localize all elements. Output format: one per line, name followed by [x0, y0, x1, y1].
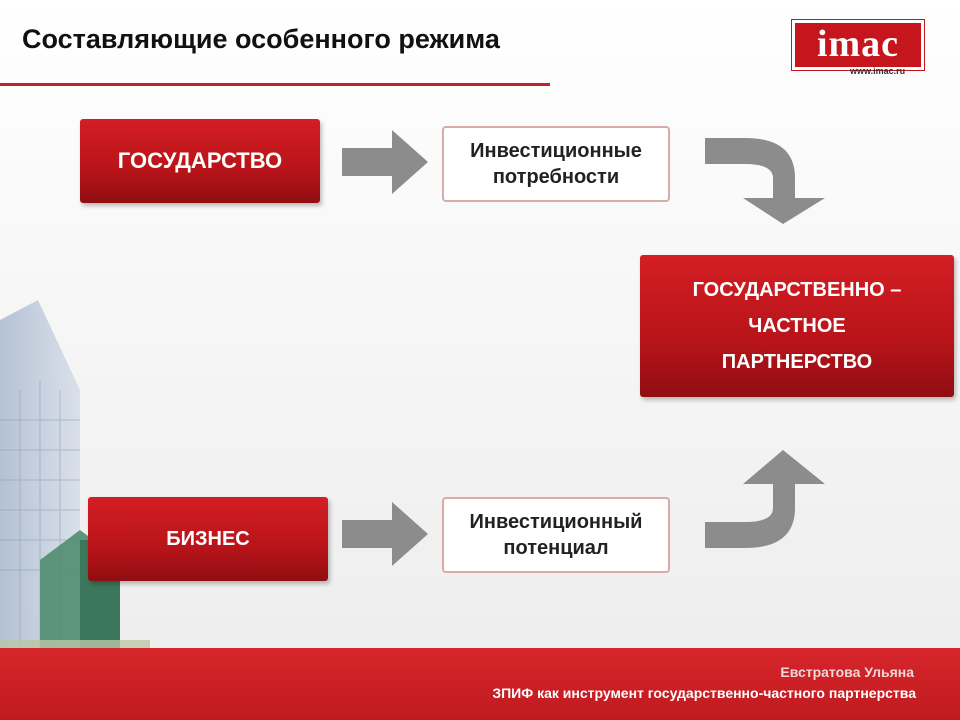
curved-arrow-up-icon	[705, 450, 825, 548]
investment-potential-line-2: потенциал	[503, 537, 609, 559]
investment-potential-line-1: Инвестиционный	[469, 511, 643, 533]
investment-potential-box: Инвестиционный потенциал	[442, 497, 670, 573]
building-illustration	[0, 300, 150, 680]
partnership-box: ГОСУДАРСТВЕННО – ЧАСТНОЕ ПАРТНЕРСТВО	[640, 255, 954, 397]
footer-bar	[0, 648, 960, 720]
business-box: БИЗНЕС	[88, 497, 328, 581]
title-underline	[0, 83, 550, 86]
partnership-line-2: ЧАСТНОЕ	[748, 315, 846, 337]
arrow-right-icon	[342, 130, 428, 194]
arrow-right-icon	[342, 502, 428, 566]
investment-needs-line-1: Инвестиционные	[470, 140, 642, 162]
page-title: Составляющие особенного режима	[22, 24, 500, 54]
state-box: ГОСУДАРСТВО	[80, 119, 320, 203]
partnership-line-3: ПАРТНЕРСТВО	[721, 351, 873, 373]
footer-subtitle: ЗПИФ как инструмент государственно-частн…	[492, 685, 916, 701]
investment-needs-line-2: потребности	[492, 166, 620, 188]
investment-needs-box: Инвестиционные потребности	[442, 126, 670, 202]
footer-author: Евстратова Ульяна	[780, 664, 914, 680]
imac-logo: imac	[791, 19, 925, 71]
partnership-line-1: ГОСУДАРСТВЕННО –	[692, 279, 902, 301]
curved-arrow-down-icon	[705, 138, 825, 224]
logo-url: www.imac.ru	[850, 66, 906, 76]
